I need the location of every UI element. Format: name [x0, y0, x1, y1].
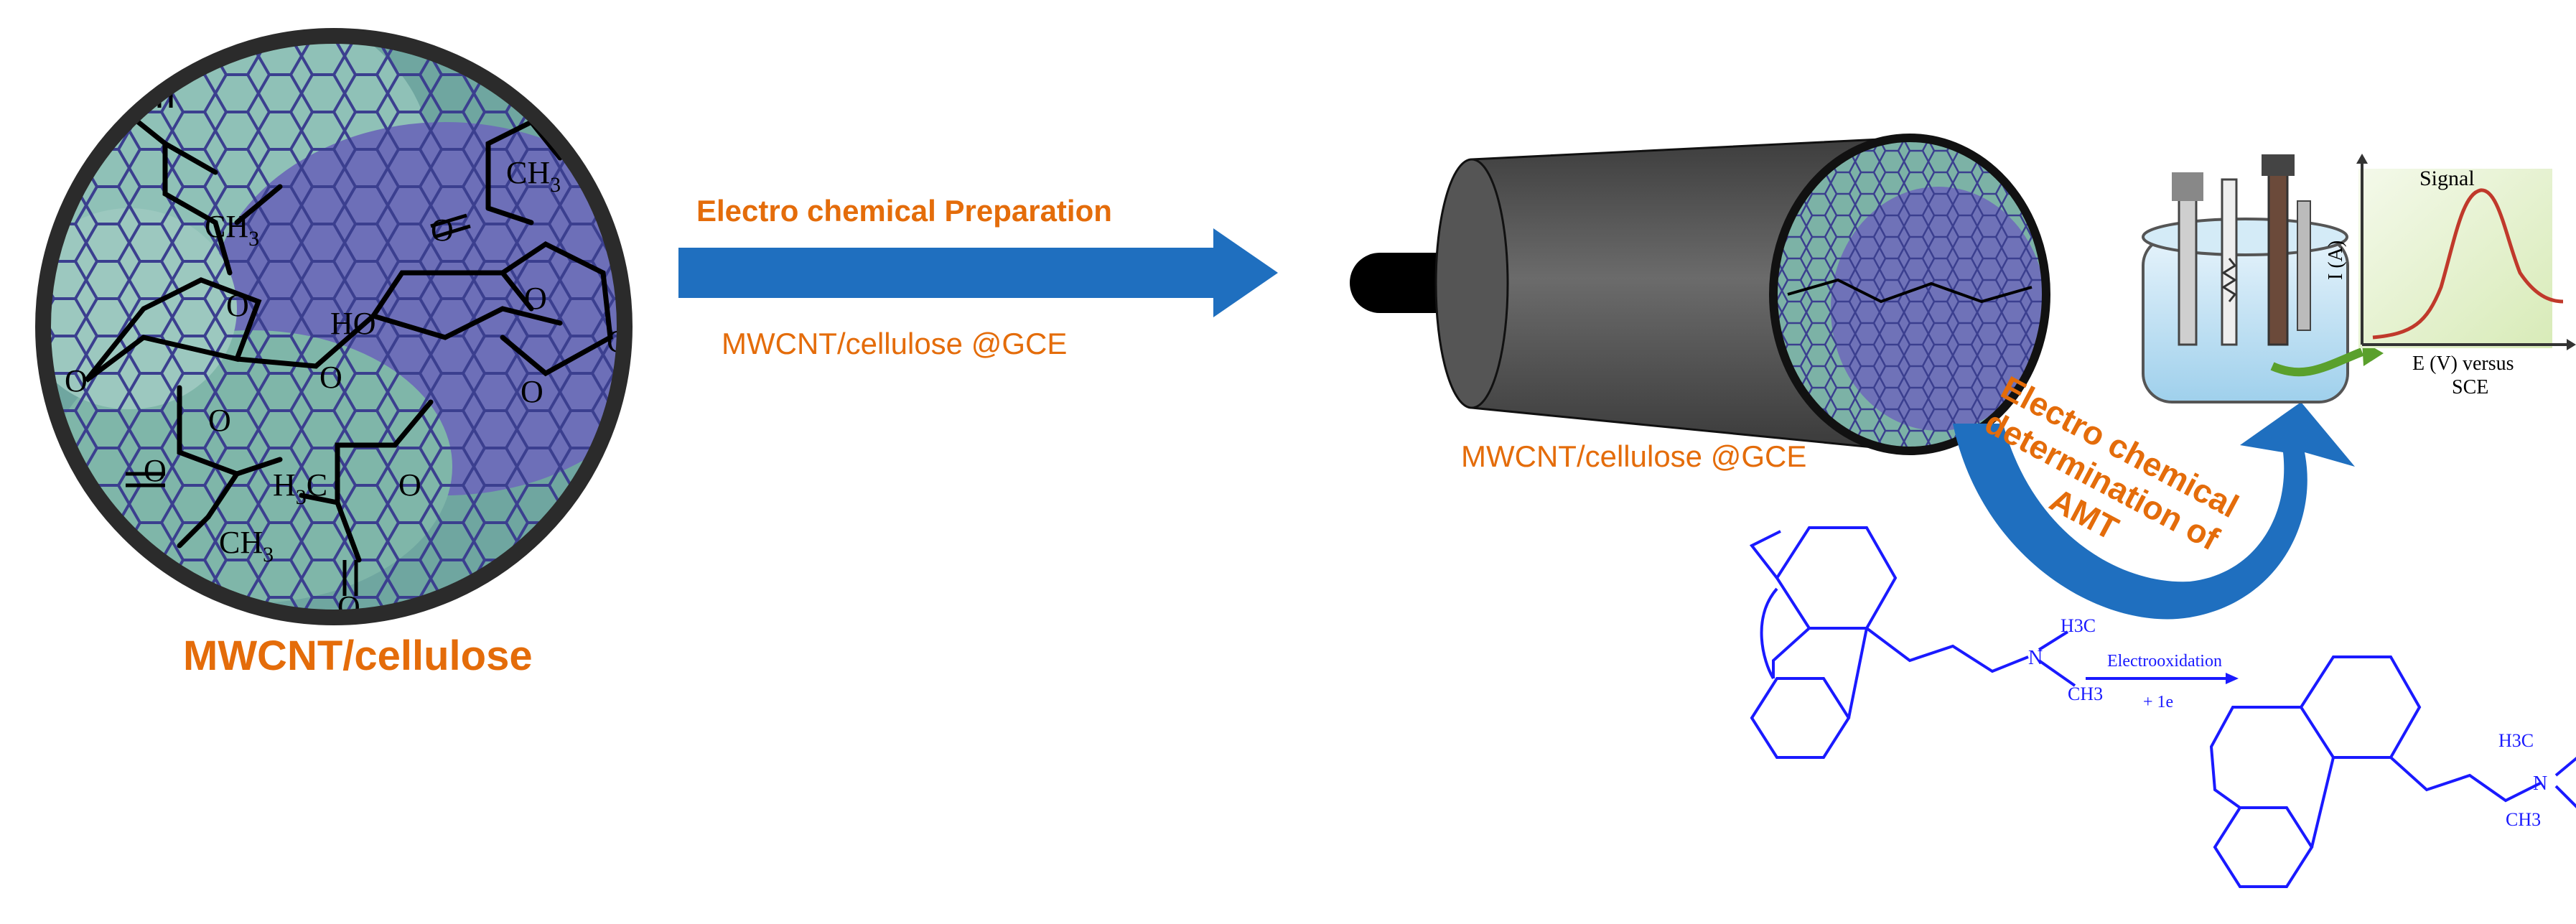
- label-o-bottom-ring: O: [521, 374, 543, 409]
- preparation-arrow: [678, 228, 1278, 317]
- composite-label: MWCNT/cellulose: [183, 633, 533, 679]
- amt-molecule-right: [2209, 655, 2576, 888]
- plot-ylabel: I (A): [2325, 241, 2347, 280]
- label-ch3-right: CH3: [506, 155, 561, 197]
- electrochemical-cell: [2142, 154, 2384, 403]
- gce-electrode: [1350, 134, 2050, 455]
- reaction-n-left: N: [2028, 647, 2043, 669]
- label-o-left: O: [65, 363, 88, 398]
- label-o-minus: O: [524, 281, 547, 316]
- label-o-carbonyl: O: [144, 453, 167, 488]
- reaction-ch3-left: CH3: [2068, 683, 2103, 704]
- arrow-gce-label: MWCNT/cellulose @GCE: [722, 327, 1068, 360]
- reaction-arrow-top: Electrooxidation: [2107, 652, 2222, 671]
- reaction-arrow: [2086, 673, 2239, 684]
- preparation-label: Electro chemical Preparation: [696, 194, 1112, 228]
- label-o-ring: O: [226, 288, 249, 323]
- reaction-ch3-right: CH3: [2506, 809, 2541, 830]
- reaction-arrow-bottom: + 1e: [2143, 693, 2173, 711]
- label-o-low: O: [398, 467, 421, 503]
- label-o-mid: O: [319, 360, 342, 395]
- label-h3c: H3C: [273, 467, 327, 509]
- plot-xlabel2: SCE: [2452, 376, 2488, 398]
- label-ho: HO: [330, 306, 376, 341]
- label-ch3-top: CH3: [205, 209, 259, 251]
- plot-title: Signal: [2419, 167, 2475, 190]
- signal-plot: Signal I (A) E (V) versus SCE: [2325, 154, 2576, 398]
- plot-xlabel: E (V) versus: [2412, 353, 2514, 375]
- reaction-h3c-right: H3C: [2498, 730, 2534, 751]
- reaction-h3c-left: H3C: [2061, 615, 2096, 636]
- label-o-left-low: O: [208, 403, 231, 438]
- reaction-n-right: N: [2533, 773, 2547, 795]
- electrode-label: MWCNT/cellulose @GCE: [1461, 439, 1807, 473]
- determination-arrow: [1953, 402, 2355, 620]
- composite-circle: O CH3 O O O HO CH3 O O C O O H3C O O CH3…: [35, 28, 633, 625]
- amt-molecule-left: [1749, 526, 2076, 759]
- label-ch3-bottom: CH3: [219, 525, 274, 566]
- label-o-top: O: [152, 37, 175, 72]
- label-o-right: O: [431, 213, 454, 248]
